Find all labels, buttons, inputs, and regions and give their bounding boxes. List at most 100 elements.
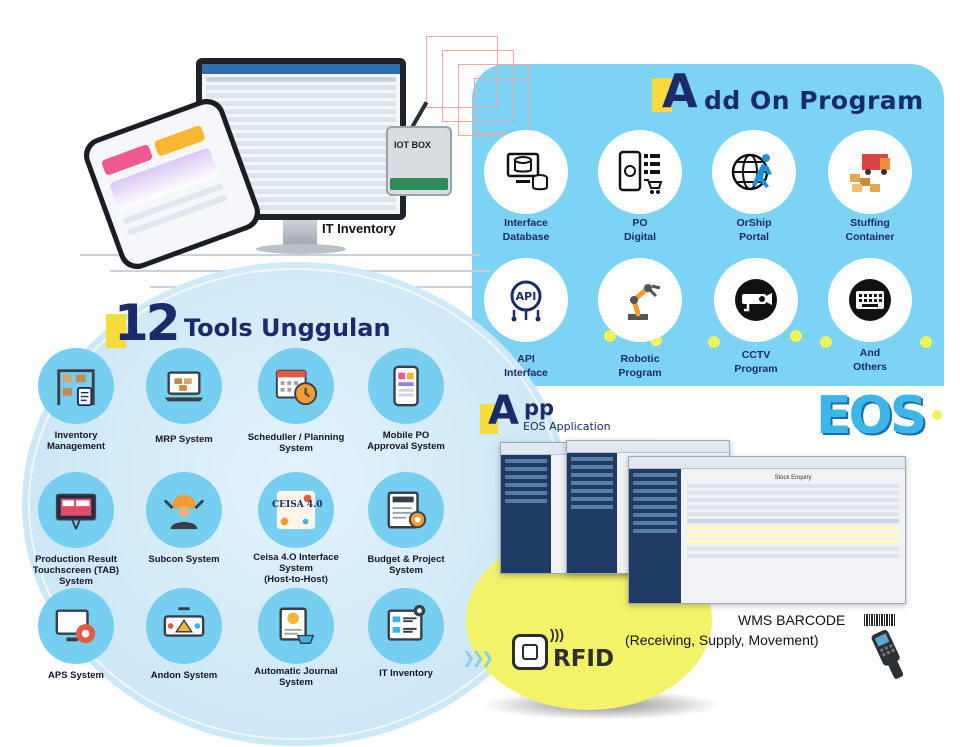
monitor-row [206, 133, 396, 138]
it-inventory-item[interactable] [368, 588, 444, 664]
iot-box-terminal [390, 178, 448, 190]
ceisa-interface-label: Ceisa 4.O Interface System (Host-to-Host… [253, 552, 339, 585]
iot-box-label: IOT BOX [394, 140, 432, 150]
window-titlebar [629, 457, 905, 469]
tools-heading: Tools Unggulan [184, 314, 391, 342]
addon-heading-initial: A [662, 64, 698, 118]
mrp-system-item[interactable] [146, 348, 222, 424]
monitor-row [206, 197, 396, 202]
eos-window-front: Stock Enquiry [628, 456, 906, 604]
app-heading-initial: A [488, 388, 519, 434]
warehouse-icon [57, 369, 95, 407]
globe-person-icon [731, 153, 772, 191]
mobile-app-icon [393, 365, 419, 407]
it-inventory-caption: IT Inventory [322, 221, 396, 236]
aps-system-label: APS System [48, 670, 104, 681]
interface-database-item[interactable] [484, 130, 568, 214]
monitor-row [206, 125, 396, 130]
window-sidebar [567, 453, 617, 573]
po-digital-label: PO Digital [623, 217, 657, 243]
decor-square [442, 50, 514, 122]
wms-barcode-subtitle: (Receiving, Supply, Movement) [625, 632, 819, 648]
decor-dot [790, 330, 802, 342]
decor-dot [820, 336, 832, 348]
rfid-label: RFID [553, 646, 615, 672]
ceisa-interface-item[interactable]: CEISA 4.0 [258, 472, 334, 548]
phone-list-icon [618, 150, 663, 194]
api-interface-item[interactable]: API [484, 258, 568, 342]
subcon-system-label: Subcon System [148, 554, 220, 565]
scheduler-planning-item[interactable] [258, 348, 334, 424]
interface-database-label: Interface Database [502, 217, 550, 243]
budget-project-label: Budget & Project System [367, 554, 445, 576]
andon-icon [163, 607, 205, 637]
stuffing-container-item[interactable] [828, 130, 912, 214]
api-icon: API [510, 280, 542, 322]
mrp-system-label: MRP System [155, 434, 213, 445]
rfid-signal-icon: ))) [550, 626, 564, 642]
monitor-gear-icon [55, 609, 96, 644]
calendar-clock-icon [275, 369, 318, 406]
and-others-item[interactable] [828, 258, 912, 342]
automatic-journal-label: Automatic Journal System [254, 666, 338, 688]
robot-arm-icon [628, 284, 661, 320]
decor-square [474, 78, 530, 134]
rfid-chip-icon [512, 634, 548, 670]
journal-cart-icon [279, 607, 315, 644]
po-digital-item[interactable] [598, 130, 682, 214]
decor-line [80, 254, 480, 256]
mobile-po-approval-item[interactable] [368, 348, 444, 424]
inventory-management-item[interactable] [38, 348, 114, 424]
subcon-system-item[interactable] [146, 472, 222, 548]
decor-dot [920, 336, 932, 348]
production-result-tab-label: Production Result Touchscreen (TAB) Syst… [32, 554, 120, 587]
and-others-label: And Others [853, 347, 887, 373]
monitor-row [206, 93, 396, 98]
monitor-screen [202, 64, 400, 214]
andon-system-item[interactable] [146, 588, 222, 664]
cctv-program-label: CCTV Program [734, 349, 778, 375]
production-result-tab-item[interactable] [38, 472, 114, 548]
monitor-row [206, 85, 396, 90]
monitor-header-bar [202, 64, 400, 74]
addon-heading: dd On Program [704, 86, 924, 115]
app-subtitle: EOS Application [523, 420, 611, 433]
monitor-row [206, 109, 396, 114]
monitor-row [206, 157, 396, 162]
monitor-row [206, 173, 396, 178]
chevrons-icon: ❯❯❯ [462, 650, 494, 667]
monitor-row [206, 141, 396, 146]
database-icon [506, 152, 548, 191]
decor-dot [708, 336, 720, 348]
keyboard-icon [849, 279, 891, 321]
scheduler-planning-label: Scheduller / Planning System [247, 432, 345, 454]
monitor-row [206, 189, 396, 194]
robotic-program-item[interactable] [598, 258, 682, 342]
barcode-icon [864, 614, 896, 626]
worker-icon [163, 494, 205, 530]
app-heading: pp [524, 396, 555, 420]
wms-barcode-title: WMS BARCODE [738, 612, 846, 628]
window-title: Stock Enquiry [774, 475, 812, 481]
it-inventory-label: IT Inventory [379, 668, 433, 679]
budget-project-item[interactable] [368, 472, 444, 548]
automatic-journal-item[interactable] [258, 588, 334, 664]
decor-square [426, 36, 498, 108]
stuffing-container-label: Stuffing Container [845, 217, 895, 243]
eos-logo: EOS [816, 386, 927, 446]
monitor-row [206, 181, 396, 186]
orship-portal-item[interactable] [712, 130, 796, 214]
andon-system-label: Andon System [150, 670, 218, 681]
monitor-row [206, 205, 396, 210]
svg-text:API: API [516, 290, 537, 303]
cctv-program-item[interactable] [714, 258, 798, 342]
truck-boxes-icon [850, 154, 890, 192]
tools-heading-tab [106, 314, 126, 348]
aps-system-item[interactable] [38, 588, 114, 664]
addon-heading-tab [652, 78, 672, 112]
touchscreen-icon [55, 493, 97, 530]
decor-dot [604, 330, 616, 342]
monitor-row [206, 149, 396, 154]
project-board-icon [387, 491, 427, 529]
api-interface-label: API Interface [504, 353, 548, 379]
